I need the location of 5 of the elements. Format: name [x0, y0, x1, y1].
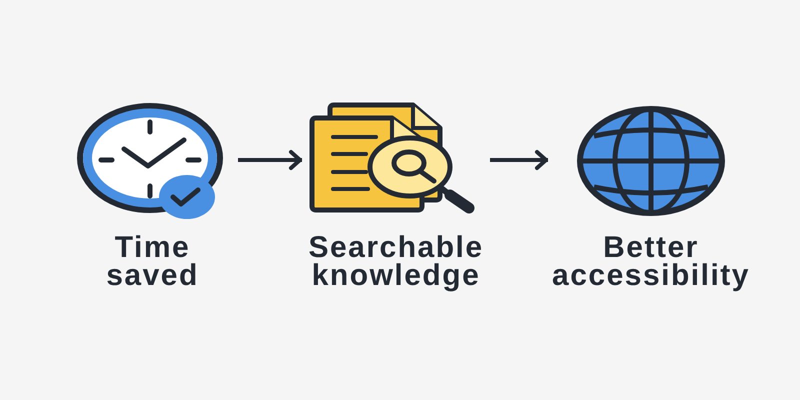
- arrow: [238, 150, 302, 170]
- node-label: Better accessibility: [551, 234, 751, 290]
- arrow: [490, 150, 548, 170]
- node-label: Searchable knowledge: [307, 234, 485, 290]
- node-label: Time saved: [105, 234, 200, 290]
